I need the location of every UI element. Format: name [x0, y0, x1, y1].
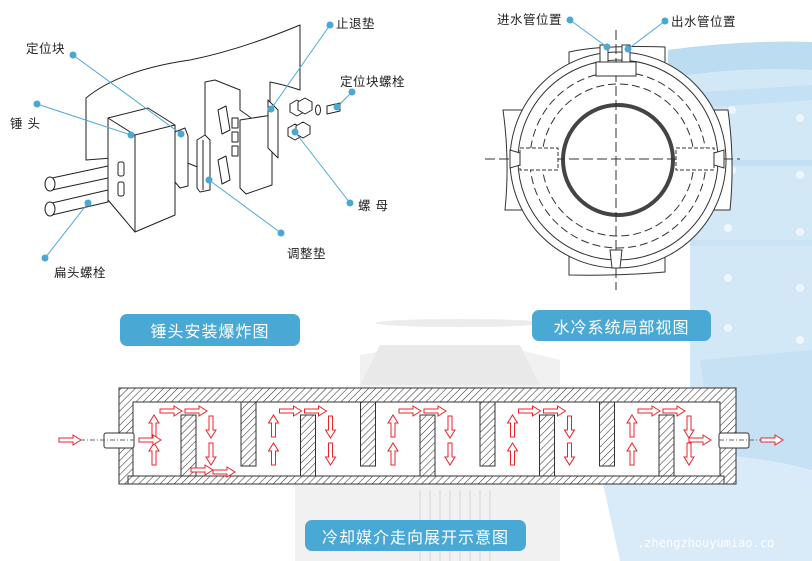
inner-bore — [561, 103, 675, 217]
backing-block — [239, 114, 273, 195]
lower-baffle — [180, 414, 197, 477]
flow-arrow-up — [267, 442, 280, 466]
upper-baffle — [360, 401, 376, 467]
label-stop-washer: 止退垫 — [336, 16, 376, 31]
flow-arrow-up — [387, 414, 399, 438]
exploded-view-title-badge: 锤头安装爆炸图 — [120, 314, 300, 346]
label-positioning-block-bolt: 定位块螺栓 — [340, 74, 406, 89]
flow-arrow-right — [184, 405, 208, 417]
flow-arrow-down — [324, 442, 337, 466]
flow-arrow-right — [279, 405, 303, 417]
label-adjusting-shim: 调整垫 — [287, 246, 327, 261]
lower-baffle — [539, 414, 555, 477]
flow-arrow-right — [398, 405, 422, 417]
flow-arrow-right — [423, 405, 447, 417]
flow-arrow-up — [148, 414, 160, 438]
flow-arrow-down — [563, 415, 576, 439]
flow-arrow-down — [563, 442, 576, 466]
flow-arrow-down — [444, 442, 456, 466]
exploded-leader-lines — [33, 21, 356, 262]
label-outlet-position: 出水管位置 — [671, 14, 737, 29]
watermark: .zhengzhouyumiao.co — [637, 536, 775, 550]
flow-arrow-up — [506, 414, 519, 438]
flow-arrow-right — [58, 434, 82, 446]
flow-arrow-right — [662, 405, 686, 417]
flow-arrow-up — [387, 442, 399, 466]
flow-arrow-up — [148, 442, 160, 466]
label-hammer-head: 锤 头 — [10, 116, 41, 131]
flow-arrow-up — [506, 442, 519, 466]
flow-arrow-right — [212, 466, 236, 478]
upper-baffle — [240, 401, 257, 467]
label-flat-head-bolt: 扁头螺栓 — [54, 265, 107, 280]
upper-baffle — [599, 401, 615, 467]
flow-arrow-down — [205, 415, 217, 439]
flow-arrow-right — [688, 434, 712, 446]
flow-arrow-down — [683, 415, 695, 439]
flow-arrow-down — [444, 415, 456, 439]
lower-baffle — [300, 414, 316, 477]
stop-washer — [267, 99, 279, 159]
flow-arrow-up — [267, 414, 280, 438]
positioning-block — [174, 127, 189, 189]
flow-arrow-up — [626, 414, 638, 438]
flow-arrow-right — [543, 405, 567, 417]
flow-arrow-down — [205, 442, 217, 466]
flow-arrow-right — [159, 405, 183, 417]
flow-arrow-right — [518, 405, 542, 417]
flow-arrow-right — [637, 405, 661, 417]
label-positioning-block: 定位块 — [26, 41, 66, 56]
lower-baffle — [658, 414, 675, 477]
upper-baffle — [479, 401, 496, 467]
flow-arrow-right — [190, 464, 214, 476]
cooling-leader-lines — [566, 16, 669, 53]
flow-arrow-right — [304, 405, 328, 417]
coolant-flow-title-badge: 冷却媒介走向展开示意图 — [305, 520, 526, 551]
flow-arrow-right — [138, 434, 162, 446]
washer — [315, 104, 321, 116]
flow-arrow-up — [626, 442, 638, 466]
flow-arrow-down — [683, 442, 695, 466]
label-inlet-position: 进水管位置 — [497, 12, 563, 27]
label-nut: 螺 母 — [358, 198, 389, 213]
lower-baffle — [419, 414, 436, 477]
inlet-fitting — [103, 432, 135, 449]
flow-arrow-right — [760, 434, 784, 446]
housing-bolts — [724, 106, 804, 344]
water-cooling-title-badge: 水冷系统局部视图 — [532, 310, 711, 341]
flow-arrow-down — [324, 415, 337, 439]
